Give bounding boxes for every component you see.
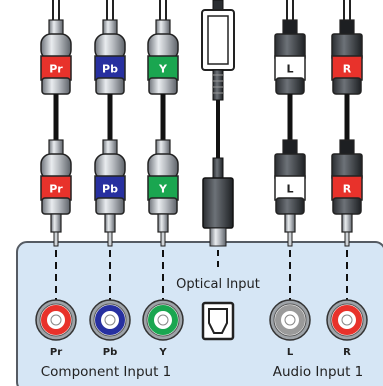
cable-y[interactable]: YY <box>147 0 179 300</box>
audio-input-label: Audio Input 1 <box>273 364 364 380</box>
cable-l[interactable]: LL <box>274 0 306 300</box>
plug-upper: L <box>274 19 306 95</box>
port-label: Pb <box>103 347 118 358</box>
optical-input-label: Optical Input <box>176 277 260 292</box>
rca-port-r[interactable]: R <box>326 299 368 358</box>
port-label: Y <box>158 347 167 358</box>
plug-label: Pr <box>49 63 63 76</box>
component-input-label: Component Input 1 <box>41 364 172 380</box>
rca-port-pr[interactable]: Pr <box>35 299 77 358</box>
plug-lower: Pr <box>40 139 72 215</box>
plug-lower: Pb <box>94 139 126 215</box>
plug-upper: R <box>331 19 363 95</box>
plug-upper: Pr <box>40 19 72 95</box>
plug-upper: Y <box>147 19 179 95</box>
optical-cable[interactable] <box>201 0 235 270</box>
plug-label: R <box>343 183 352 196</box>
plug-label: L <box>286 183 293 196</box>
plug-lower: R <box>331 139 363 215</box>
plug-lower: Y <box>147 139 179 215</box>
plug-upper: Pb <box>94 19 126 95</box>
port-label: Pr <box>50 347 62 358</box>
plug-label: Pr <box>49 183 63 196</box>
port-label: R <box>343 347 351 358</box>
plug-label: Y <box>158 183 168 196</box>
rca-port-l[interactable]: L <box>269 299 311 358</box>
plug-label: Pb <box>102 63 118 76</box>
port-label: L <box>287 347 294 358</box>
input-panel <box>16 241 383 386</box>
cable-r[interactable]: RR <box>331 0 363 300</box>
plug-lower: L <box>274 139 306 215</box>
plug-label: R <box>343 63 352 76</box>
plug-label: Pb <box>102 183 118 196</box>
plug-label: L <box>286 63 293 76</box>
plug-label: Y <box>158 63 168 76</box>
rca-port-pb[interactable]: Pb <box>89 299 131 358</box>
rca-port-y[interactable]: Y <box>142 299 184 358</box>
optical-port[interactable] <box>201 301 235 341</box>
